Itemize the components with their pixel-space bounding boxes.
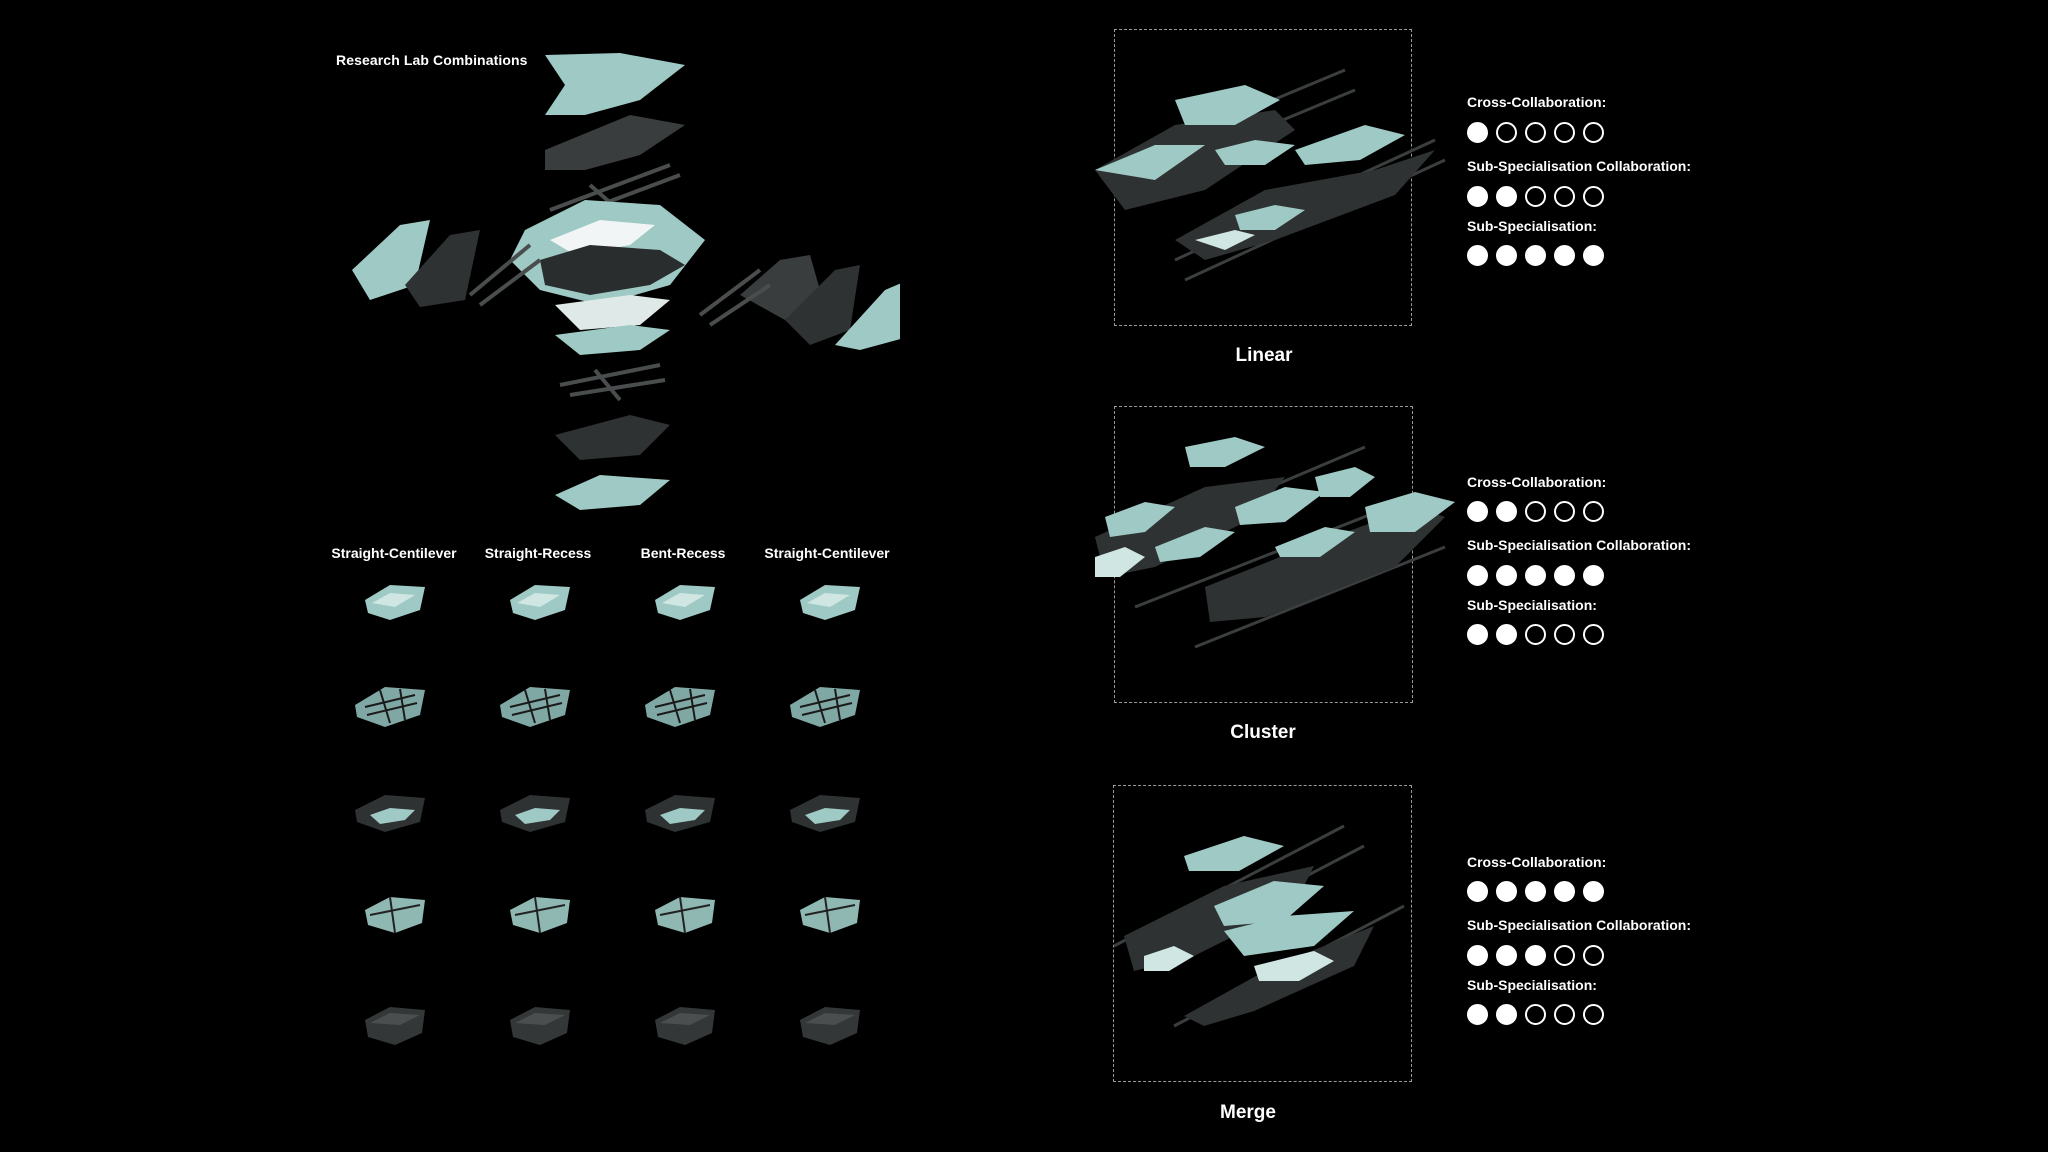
rating-dot-filled: [1554, 881, 1575, 902]
module-row-2: [354, 686, 861, 728]
column-label-straight-centilever-2: Straight-Centilever: [764, 545, 890, 561]
rating-dot-filled: [1467, 245, 1488, 266]
rating-dot-empty: [1525, 501, 1546, 522]
rating-dot-empty: [1583, 624, 1604, 645]
lower-frame: [559, 363, 666, 402]
rating-dot-filled: [1467, 945, 1488, 966]
rating-dot-empty: [1525, 1004, 1546, 1025]
rating-dots: [1467, 122, 1604, 143]
column-label-bent-recess: Bent-Recess: [640, 545, 726, 561]
rating-dots: [1467, 186, 1604, 207]
rating-dot-filled: [1583, 565, 1604, 586]
rating-label-cross-collaboration: Cross-Collaboration:: [1467, 94, 1607, 110]
rating-dot-empty: [1525, 186, 1546, 207]
rating-dot-filled: [1467, 624, 1488, 645]
rating-dot-empty: [1583, 945, 1604, 966]
rating-dot-filled: [1467, 565, 1488, 586]
rating-dot-empty: [1554, 122, 1575, 143]
rating-dots: [1467, 565, 1604, 586]
rating-label-sub-specialisation-collaboration: Sub-Specialisation Collaboration:: [1467, 537, 1692, 553]
rating-dot-filled: [1554, 245, 1575, 266]
rating-dot-empty: [1554, 624, 1575, 645]
central-white-slab: [550, 220, 655, 255]
right-dark-wing-2: [785, 265, 860, 345]
configuration-caption-merge: Merge: [1220, 1102, 1276, 1123]
rating-label-sub-specialisation-collaboration: Sub-Specialisation Collaboration:: [1467, 158, 1692, 174]
left-dark-wing: [405, 230, 480, 307]
rating-dot-filled: [1467, 122, 1488, 143]
right-frame: [698, 268, 772, 327]
floor-glass: [555, 325, 670, 355]
rating-dot-filled: [1554, 565, 1575, 586]
lower-dark-panel: [555, 415, 670, 460]
linear-frame: [1095, 29, 1446, 326]
right-dark-wing-1: [740, 255, 820, 320]
rating-dots: [1467, 501, 1604, 522]
rating-dot-filled: [1496, 945, 1517, 966]
rating-label-sub-specialisation: Sub-Specialisation:: [1467, 218, 1597, 234]
roof-dark-panel: [545, 115, 685, 170]
exploded-axonometric-diagram: [352, 53, 900, 510]
rating-dot-empty: [1583, 122, 1604, 143]
rating-dot-filled: [1496, 501, 1517, 522]
rating-label-cross-collaboration: Cross-Collaboration:: [1467, 854, 1607, 870]
rating-dot-empty: [1525, 122, 1546, 143]
rating-dot-filled: [1496, 565, 1517, 586]
rating-label-sub-specialisation: Sub-Specialisation:: [1467, 977, 1597, 993]
rating-dots: [1467, 1004, 1604, 1025]
rating-dot-empty: [1554, 945, 1575, 966]
rating-dots: [1467, 624, 1604, 645]
module-row-4: [364, 896, 861, 934]
rating-dot-filled: [1467, 186, 1488, 207]
rating-dot-filled: [1496, 245, 1517, 266]
column-label-straight-centilever: Straight-Centilever: [331, 545, 457, 561]
configuration-caption-cluster: Cluster: [1230, 722, 1296, 743]
module-row-3: [355, 795, 860, 832]
rating-label-cross-collaboration: Cross-Collaboration:: [1467, 474, 1607, 490]
column-label-straight-recess: Straight-Recess: [484, 545, 592, 561]
rating-dot-filled: [1496, 881, 1517, 902]
rating-dot-empty: [1554, 186, 1575, 207]
rating-dot-empty: [1554, 1004, 1575, 1025]
rating-dots: [1467, 945, 1604, 966]
base-glass-panel: [555, 475, 670, 510]
rating-dot-filled: [1496, 186, 1517, 207]
rating-dot-empty: [1554, 501, 1575, 522]
rating-dot-filled: [1525, 945, 1546, 966]
rating-dot-filled: [1467, 1004, 1488, 1025]
page-title: Research Lab Combinations: [336, 52, 528, 68]
rating-dot-filled: [1525, 881, 1546, 902]
cluster-configuration-drawing: [1095, 437, 1455, 649]
roof-glass-panel: [545, 53, 685, 115]
rating-dot-filled: [1583, 881, 1604, 902]
merge-frame: [1113, 785, 1412, 1082]
rating-dot-filled: [1496, 1004, 1517, 1025]
rating-dot-empty: [1583, 1004, 1604, 1025]
rating-dot-empty: [1583, 501, 1604, 522]
rating-dot-filled: [1467, 501, 1488, 522]
rating-dots: [1467, 881, 1604, 902]
cluster-frame: [1095, 406, 1455, 703]
rating-dot-filled: [1496, 624, 1517, 645]
rating-dot-filled: [1467, 881, 1488, 902]
merge-configuration-drawing: [1113, 824, 1405, 1028]
linear-configuration-drawing: [1095, 68, 1446, 282]
rating-dot-empty: [1496, 122, 1517, 143]
module-row-5: [365, 1007, 860, 1045]
left-frame: [468, 243, 542, 307]
floor-slab: [555, 295, 670, 330]
rating-dot-empty: [1583, 186, 1604, 207]
right-glass-wing: [835, 283, 900, 350]
rating-label-sub-specialisation: Sub-Specialisation:: [1467, 597, 1597, 613]
rating-dot-filled: [1525, 565, 1546, 586]
rating-dot-filled: [1525, 245, 1546, 266]
rating-dots: [1467, 245, 1604, 266]
rating-dot-filled: [1583, 245, 1604, 266]
central-core: [540, 245, 685, 295]
rating-label-sub-specialisation-collaboration: Sub-Specialisation Collaboration:: [1467, 917, 1692, 933]
module-row-1: [365, 585, 860, 620]
rating-dot-empty: [1525, 624, 1546, 645]
module-grid: [354, 585, 861, 1045]
configuration-caption-linear: Linear: [1235, 345, 1293, 366]
